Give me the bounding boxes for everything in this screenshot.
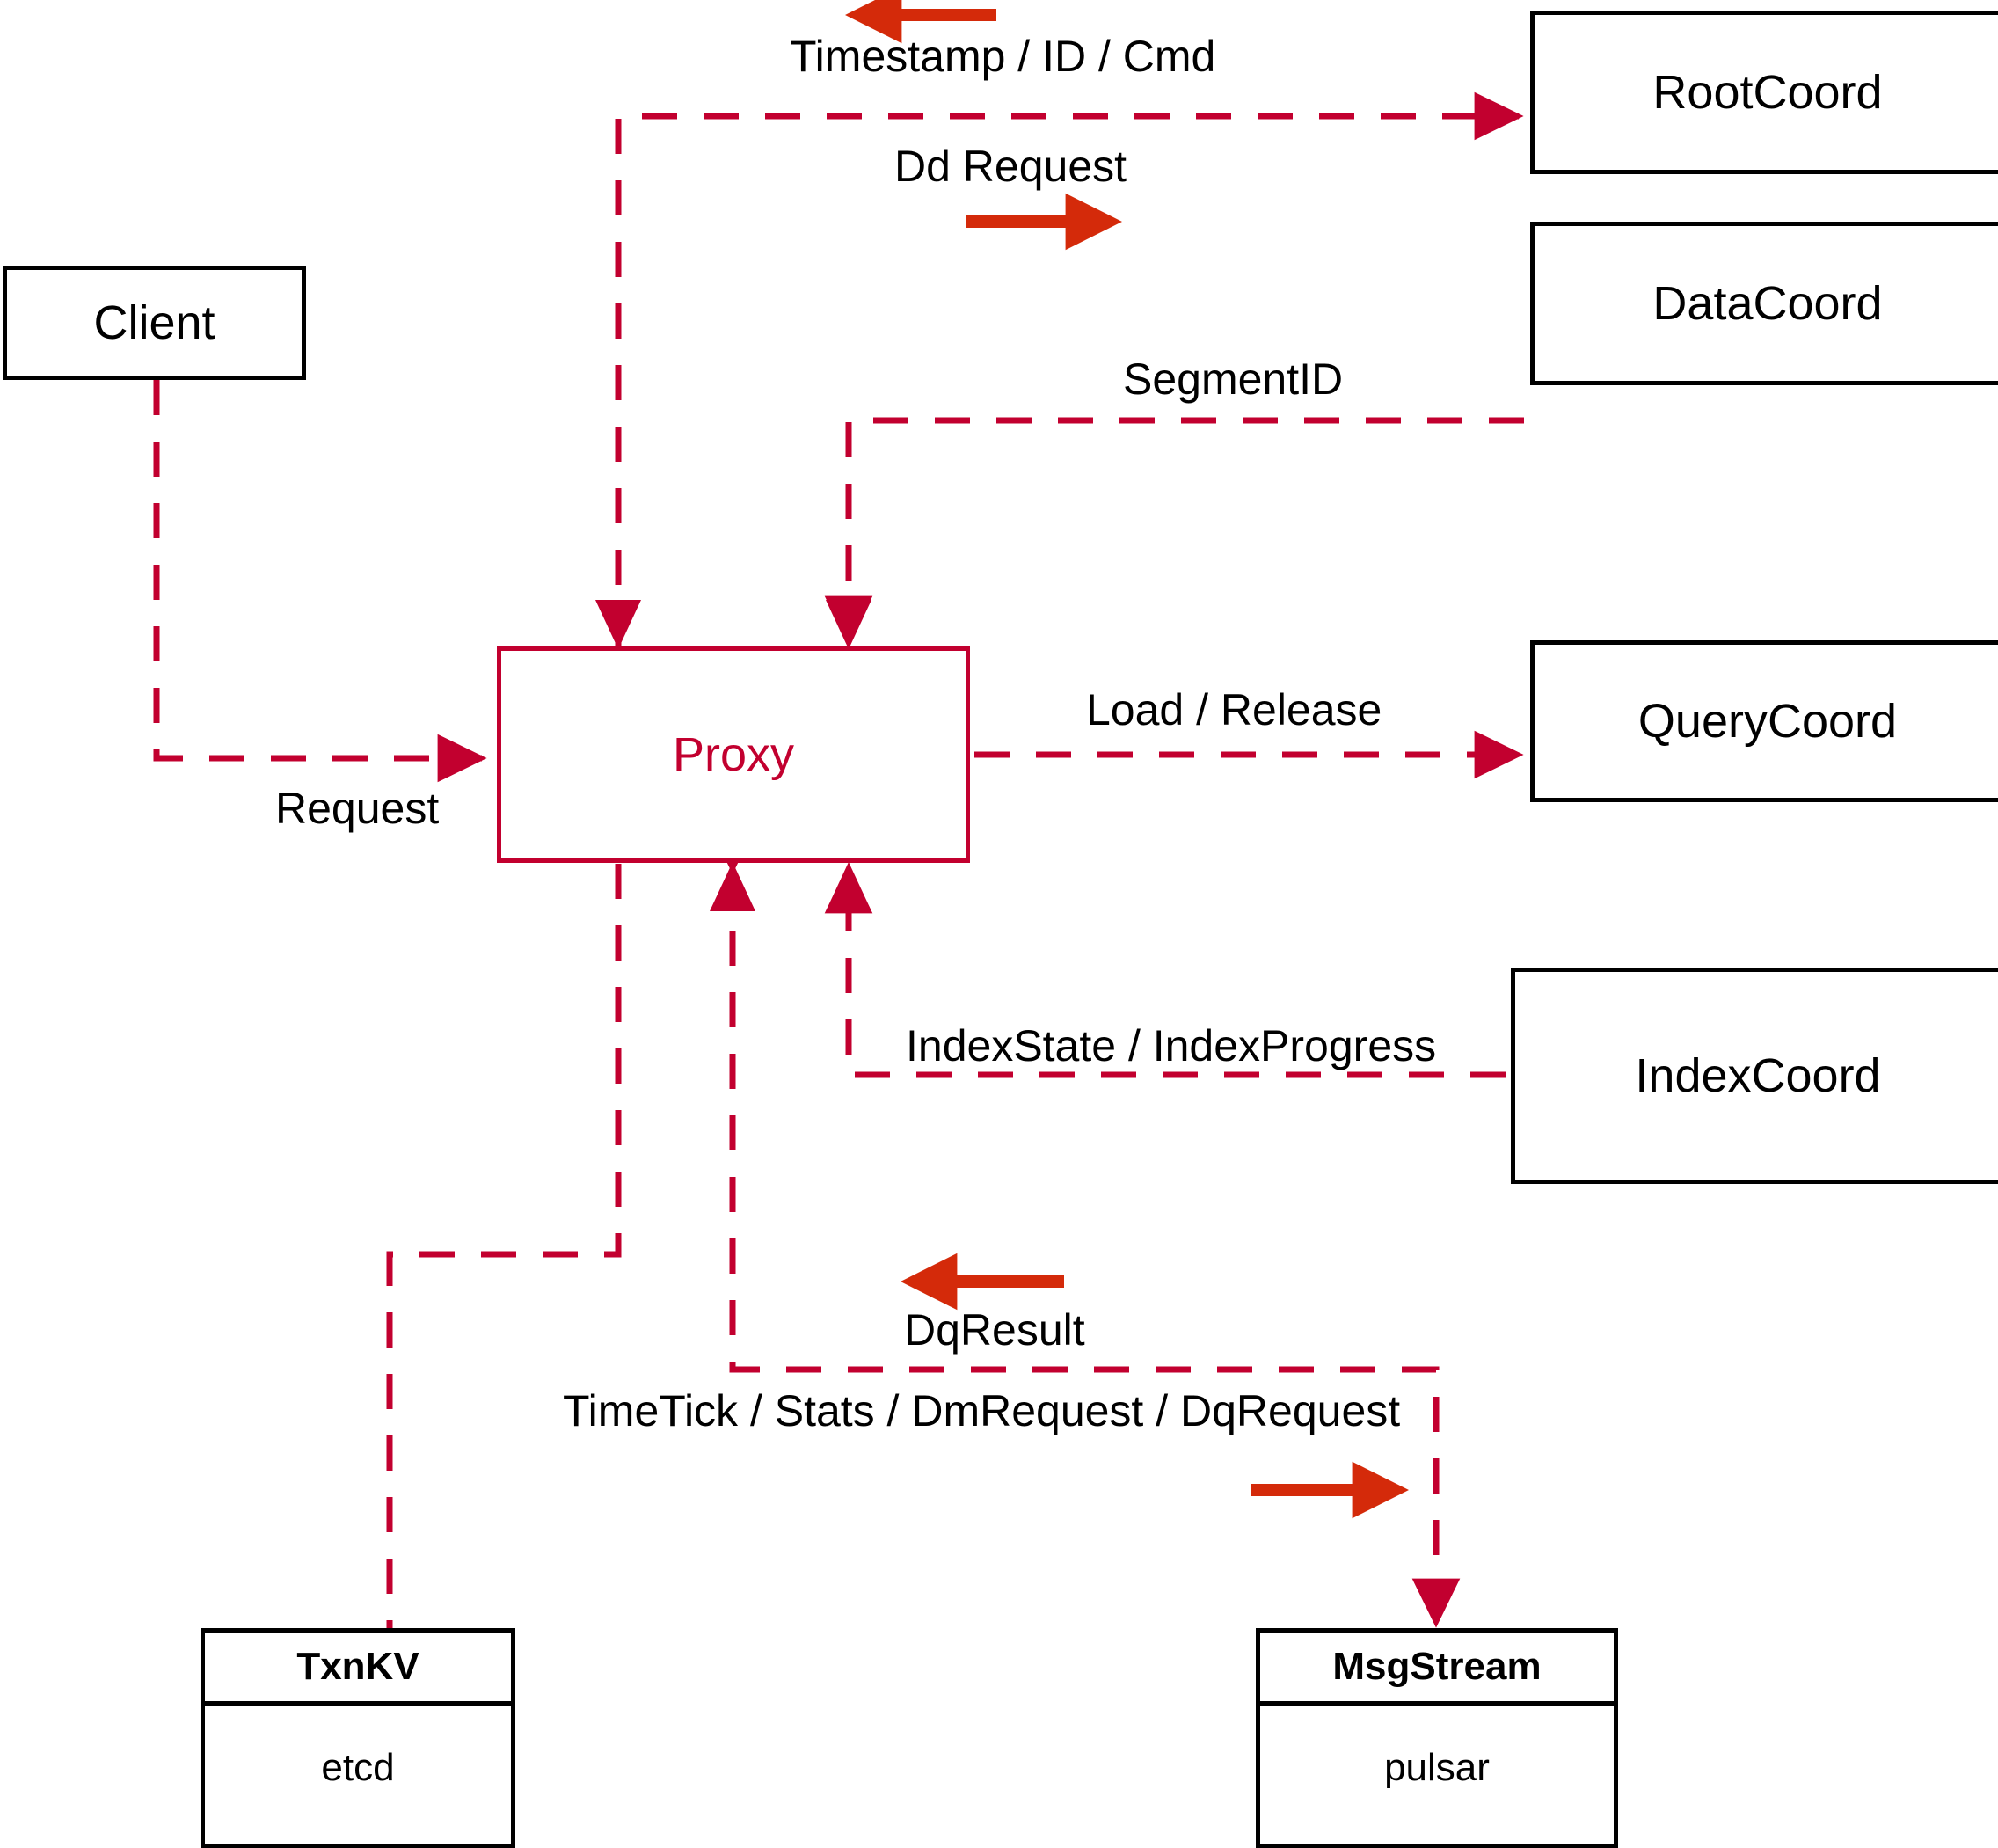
- node-txnkv[interactable]: TxnKV etcd: [201, 1628, 515, 1848]
- label-timestamp-id-cmd: Timestamp / ID / Cmd: [790, 32, 1216, 81]
- node-txnkv-impl: etcd: [321, 1746, 395, 1789]
- edge-txnkv-path: [386, 864, 622, 1628]
- node-proxy-label: Proxy: [672, 728, 795, 781]
- edge-request: [153, 380, 487, 783]
- edge-segment-id-path: [824, 417, 1524, 646]
- label-dq-result: DqResult: [904, 1305, 1085, 1355]
- label-request: Request: [275, 784, 440, 833]
- node-client-label: Client: [93, 296, 215, 349]
- node-proxy[interactable]: Proxy: [497, 646, 970, 863]
- node-root-coord[interactable]: RootCoord: [1530, 11, 1998, 174]
- node-msgstream-title: MsgStream: [1260, 1633, 1614, 1706]
- label-timetick-stats: TimeTick / Stats / DmRequest / DqRequest: [563, 1386, 1401, 1435]
- node-root-coord-label: RootCoord: [1652, 66, 1883, 119]
- label-segment-id: SegmentID: [1123, 354, 1344, 404]
- proxy-top-arrowheads: [595, 600, 871, 649]
- node-msgstream[interactable]: MsgStream pulsar: [1256, 1628, 1618, 1848]
- node-index-coord[interactable]: IndexCoord: [1511, 968, 1998, 1184]
- node-index-coord-label: IndexCoord: [1635, 1049, 1881, 1102]
- node-data-coord-label: DataCoord: [1652, 277, 1883, 330]
- node-query-coord[interactable]: QueryCoord: [1530, 640, 1998, 802]
- label-index-state-progress: IndexState / IndexProgress: [906, 1021, 1437, 1070]
- edge-dd-request-path: [615, 91, 1524, 646]
- edge-index-state-path: [824, 864, 1506, 1078]
- node-data-coord[interactable]: DataCoord: [1530, 222, 1998, 385]
- node-txnkv-title: TxnKV: [205, 1633, 511, 1706]
- node-query-coord-label: QueryCoord: [1637, 695, 1898, 748]
- label-load-release: Load / Release: [1086, 685, 1382, 734]
- node-client[interactable]: Client: [3, 266, 306, 380]
- label-dd-request: Dd Request: [894, 142, 1127, 191]
- node-msgstream-impl: pulsar: [1384, 1746, 1490, 1789]
- proxy-bottom-arrowheads: [710, 862, 871, 911]
